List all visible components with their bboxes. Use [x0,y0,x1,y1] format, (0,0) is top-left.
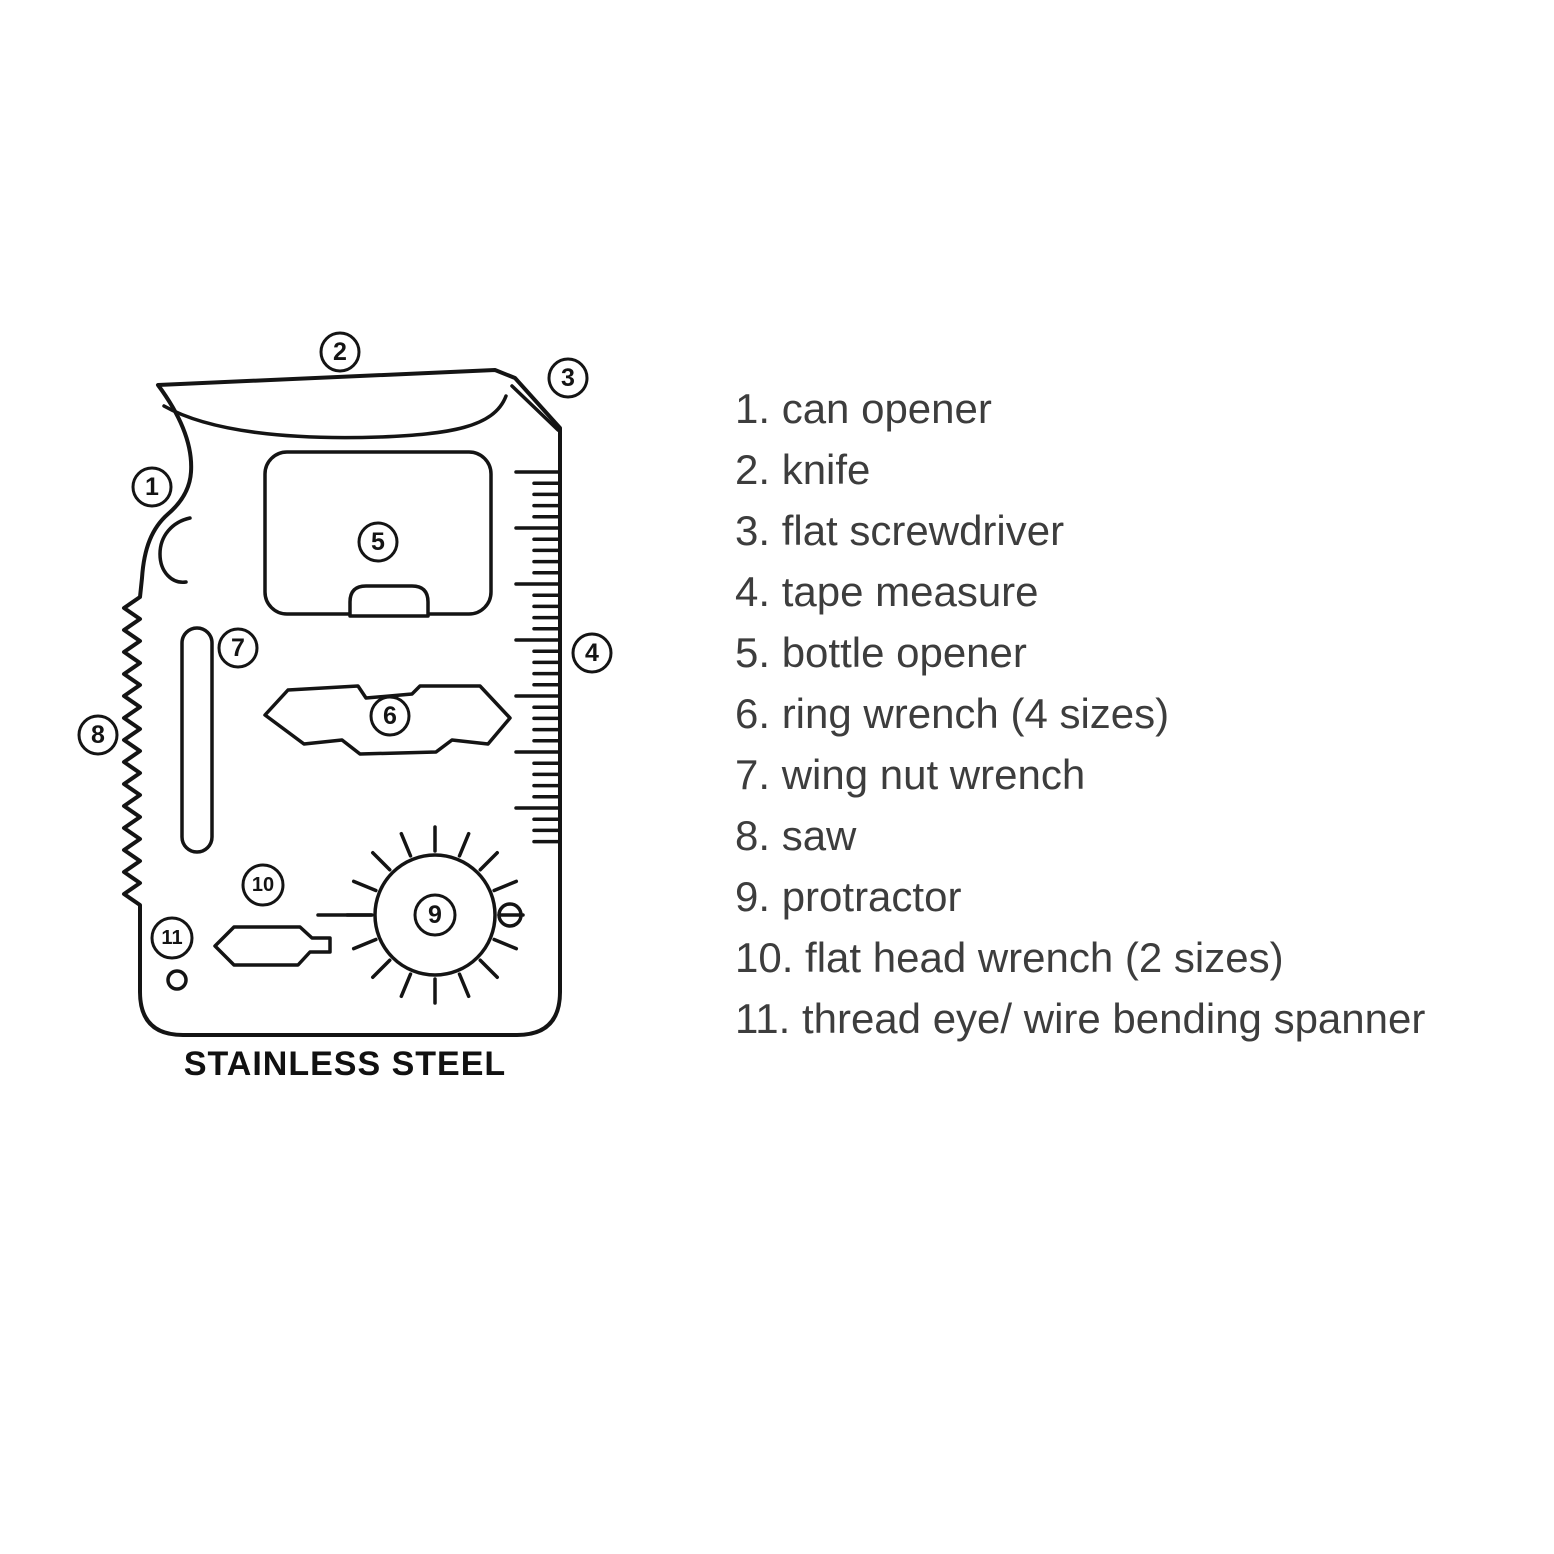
legend-item-10: 10. flat head wrench (2 sizes) [735,934,1284,981]
can-opener-hook [158,516,192,584]
callout-7: 7 [217,627,259,669]
svg-text:7: 7 [231,634,245,662]
legend-list: 1. can opener 2. knife 3. flat screwdriv… [735,378,1425,1049]
callout-9: 9 [413,893,457,937]
legend-item-2: 2. knife [735,446,871,493]
legend-item-8: 8. saw [735,812,857,859]
wing-nut-wrench-slot [180,626,214,854]
legend-item-7: 7. wing nut wrench [735,751,1086,798]
legend-item-4: 4. tape measure [735,568,1039,615]
legend-item-9: 9. protractor [735,873,962,920]
multitool-diagram: 1 2 3 4 5 6 7 8 9 10 11 S [77,331,613,1083]
legend-item-5: 5. bottle opener [735,629,1027,676]
svg-text:8: 8 [91,721,105,749]
svg-text:6: 6 [383,702,397,730]
svg-text:10: 10 [252,874,274,896]
svg-text:11: 11 [161,927,182,949]
flat-head-wrench-cutout [213,925,332,967]
legend-item-1: 1. can opener [735,385,992,432]
legend-item-6: 6. ring wrench (4 sizes) [735,690,1170,737]
svg-text:5: 5 [371,528,385,556]
svg-text:1: 1 [145,473,159,501]
svg-text:4: 4 [585,639,599,667]
knife-blade-edge [162,394,508,440]
svg-text:3: 3 [561,364,575,392]
callout-3: 3 [547,357,589,399]
legend-item-3: 3. flat screwdriver [735,507,1065,554]
callout-1: 1 [131,466,173,508]
callout-11: 11 [150,916,194,960]
thread-eye-hole [166,969,188,991]
callout-10: 10 [241,863,285,907]
legend-item-11: 11. thread eye/ wire bending spanner [735,995,1426,1042]
tape-measure-ruler [514,470,560,844]
svg-text:2: 2 [333,338,347,366]
screwdriver-corner-line [510,384,560,432]
callout-2: 2 [319,331,361,373]
callout-8: 8 [77,714,119,756]
caption-stainless-steel: STAINLESS STEEL [184,1045,506,1083]
callout-6: 6 [369,695,411,737]
callout-4: 4 [571,632,613,674]
svg-text:9: 9 [428,901,442,929]
callout-5: 5 [357,521,399,563]
